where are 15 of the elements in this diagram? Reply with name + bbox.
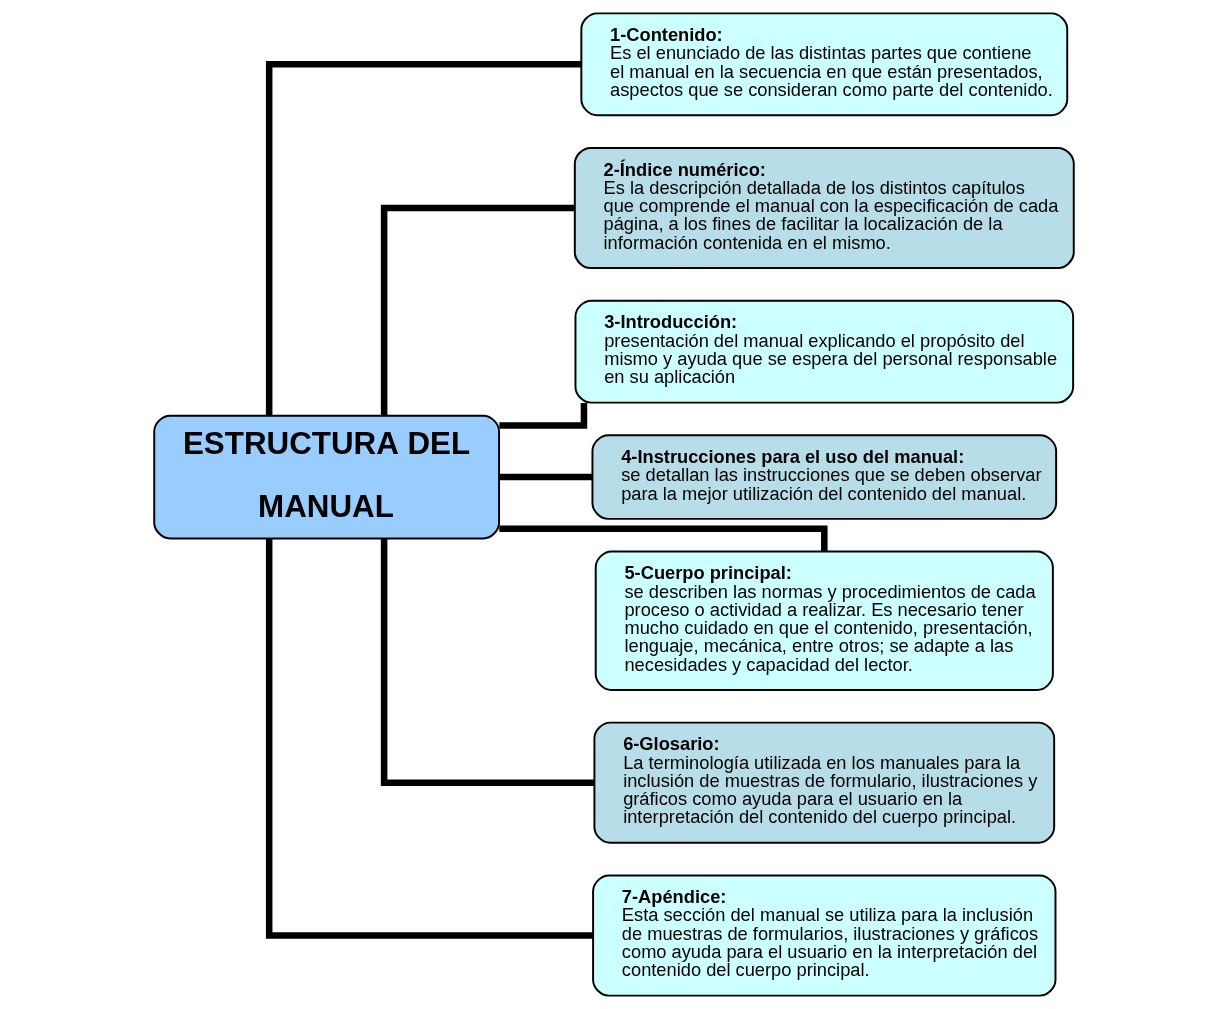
node-box: 7-Apéndice: Esta sección del manual se utiliza para la inclusión de muestras de formularios, ilustraciones y gráficos como ayuda para el usuario en la interpretación del contenido del cuerpo principal. <box>591 874 1056 997</box>
node-box: 6-Glosario: La terminología utilizada en los manuales para la inclusión de muestras de formulario, ilustraciones y gráficos como ayuda para el usuario en la interpretación del contenido del cuerpo principal. <box>592 721 1055 844</box>
connector <box>498 473 592 481</box>
node-box: 5-Cuerpo principal: se describen las normas y procedimientos de cada proceso o actividad a realizar. Es necesario tener mucho cuidado en que el contenido, presentación, lenguaje, mecánica, entre otros; se adapte a las necesidades y capacidad del lector. <box>594 550 1054 691</box>
node-box: ESTRUCTURA DEL MANUAL <box>152 414 500 540</box>
connector <box>380 538 594 786</box>
node-box: 2-Índice numérico: Es la descripción detallada de los distintos capítulos que comprende el manual con la especificación de cada página, a los fines de facilitar la localización de la información contenida en el mismo. <box>573 146 1075 270</box>
connector <box>265 61 581 416</box>
connector <box>498 402 587 429</box>
node-box: 1-Contenido: Es el enunciado de las distintas partes que contiene el manual en la secuencia en que están presentados, aspectos que se consideran como parte del contenido. <box>579 12 1068 117</box>
connector <box>380 204 575 416</box>
connector <box>498 525 828 552</box>
node-box: 4-Instrucciones para el uso del manual: se detallan las instrucciones que se deben observar para la mejor utilización del contenido del manual. <box>590 434 1057 520</box>
connector <box>265 538 593 939</box>
node-box: 3-Introducción: presentación del manual explicando el propósito del mismo y ayuda que se espera del personal responsable en su aplicación <box>574 299 1074 404</box>
